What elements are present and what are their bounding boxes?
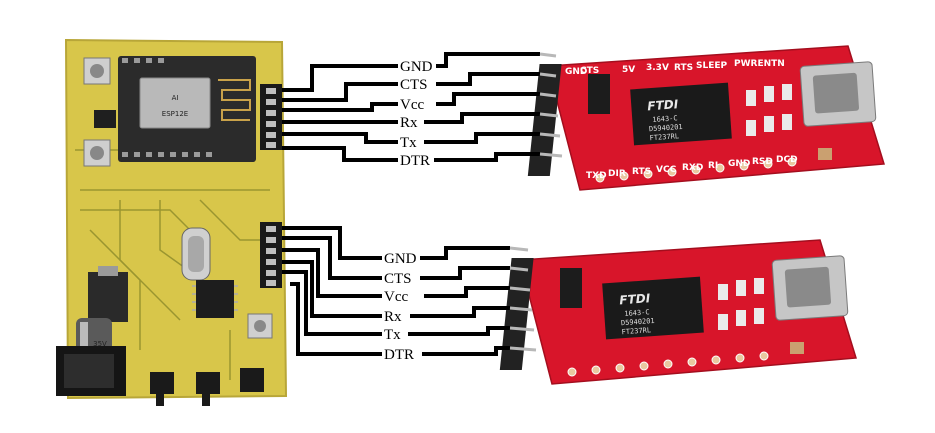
silk-sleep: SLEEP [696,61,728,71]
capacitor-label: 35V [93,340,107,348]
label-bottom-rx: Rx [384,309,402,325]
silk-ri: RI [708,161,718,171]
dc-jack [56,346,126,396]
silk-txd: TXD [586,171,607,181]
ftdi-silk-top-board: GND CTS 5V 3.3V RTS SLEEP PWRENTN TXD DI… [565,59,798,181]
ftdi-chip-line2-top: D5940201 [649,123,683,133]
wire-top-gnd [282,52,540,92]
ftdi-chip-logo-top: FTDI [647,97,679,113]
reset-button-bottom [247,313,273,339]
wire-bottom-cts [282,236,510,280]
antenna-trace [218,79,251,121]
wire-top-dtr [282,146,540,162]
label-top-gnd: GND [400,59,433,75]
wire-bottom-dtr [290,282,510,356]
silk-5v: 5V [622,65,635,75]
ftdi-board-bottom [499,239,857,385]
crystal-oscillator [181,227,211,281]
ftdi-chip-text-top: FTDI 1643-C D5940201 FT237RL [647,97,683,142]
label-top-vcc: Vcc [400,97,424,113]
flash-button [83,139,111,167]
silk-rts: RTS [674,63,693,73]
regulator [88,266,128,322]
ftdi-chip-logo-bottom: FTDI [619,291,651,307]
label-bottom-tx: Tx [384,327,401,343]
silk-vcc: VCC [656,165,677,175]
smd-transistor [94,110,116,128]
label-top-cts: CTS [400,77,428,93]
wire-top-tx [282,132,540,144]
ftdi-chip-line3-bottom: FT237RL [621,326,651,336]
silk-gnd-b: GND [728,159,750,169]
silk-pwrentn: PWRENTN [734,59,785,69]
ftdi-chip-line2-bottom: D5940201 [621,317,655,327]
ftdi-chip-line1-top: 1643-C [652,114,678,124]
label-top-rx: Rx [400,115,418,131]
main-board: AI ESP12E [56,38,288,406]
jumper-pins-bottom [150,368,264,406]
wire-bottom-rx [282,260,510,318]
silk-gnd: GND [565,67,587,77]
header-top [260,84,282,150]
atmega-chip [192,280,238,318]
reset-button-top [83,57,111,85]
wire-top-vcc [282,92,540,112]
wire-top-cts [282,72,540,102]
esp-pads [122,58,212,157]
label-top-dtr: DTR [400,153,430,169]
silk-rxd: RXD [682,163,703,173]
wire-top-rx [282,112,540,124]
silk-3v3: 3.3V [646,63,669,73]
silk-dcd: DCD [776,155,798,165]
wire-bottom-gnd [282,226,510,260]
esp12e-module: AI ESP12E [118,56,256,162]
esp-model: ESP12E [162,110,188,118]
ftdi-chip-text-bottom: FTDI 1643-C D5940201 FT237RL [619,291,655,336]
header-bottom [260,222,282,288]
wires-bottom [282,226,537,356]
labels-bottom: GND CTS Vcc Rx Tx DTR [384,251,417,363]
labels-top: GND CTS Vcc Rx Tx DTR [400,59,433,169]
label-top-tx: Tx [400,135,417,151]
silk-rts-b: RTS [632,167,651,177]
silk-cts: CTS [580,66,599,76]
ftdi-chip-line3-top: FT237RL [649,132,679,142]
esp-brand: AI [172,94,179,102]
wires-top [282,52,563,162]
label-bottom-gnd: GND [384,251,417,267]
label-bottom-dtr: DTR [384,347,414,363]
silk-dir: DIR [608,169,626,179]
label-bottom-vcc: Vcc [384,289,408,305]
ftdi-chip-line1-bottom: 1643-C [624,308,650,318]
label-bottom-cts: CTS [384,271,412,287]
silk-rsd: RSD [752,157,773,167]
wire-bottom-vcc [282,248,510,298]
wire-bottom-tx [282,270,510,336]
